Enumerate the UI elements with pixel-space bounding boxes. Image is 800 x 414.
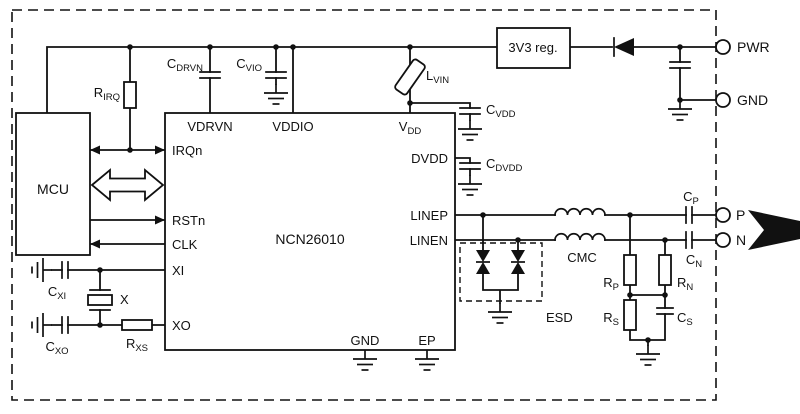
l-vin-label: LVIN <box>426 68 449 86</box>
c-n-label: CN <box>686 252 702 270</box>
regulator-label: 3V3 reg. <box>508 40 557 55</box>
spi-bus-arrow <box>90 168 165 202</box>
power-rail-wires <box>46 46 717 151</box>
pin-ep: EP <box>418 333 435 348</box>
pin-dvdd: DVDD <box>411 151 448 166</box>
regulator-block: 3V3 reg. <box>496 27 571 69</box>
c-drvn-label: CDRVN <box>167 56 203 74</box>
c-n-capacitor: CN <box>685 231 702 270</box>
r-s-resistor: RS <box>603 299 637 331</box>
c-vdd-capacitor: CVDD <box>457 102 516 141</box>
n-terminal-label: N <box>736 232 746 248</box>
pin-vdrvn: VDRVN <box>187 119 232 134</box>
board-outline <box>11 9 717 401</box>
crystal-label: X <box>120 292 129 307</box>
rstn-arrowhead <box>155 215 165 225</box>
c-vio-capacitor: CVIO <box>236 56 289 105</box>
crystal: X <box>87 289 129 311</box>
c-xi-capacitor: CXI <box>31 257 69 302</box>
c-dvdd-label: CDVDD <box>486 156 522 174</box>
pin-irqn: IRQn <box>172 143 202 158</box>
r-n-resistor: RN <box>658 254 693 293</box>
r-p-label: RP <box>603 275 619 293</box>
l-vin-inductor: LVIN <box>394 58 449 96</box>
junction-dots <box>97 44 683 343</box>
r-p-resistor: RP <box>603 254 637 293</box>
c-xi-label: CXI <box>48 284 66 302</box>
c-dvdd-capacitor: CDVDD <box>457 156 522 196</box>
r-s-label: RS <box>603 310 619 328</box>
cmc-label: CMC <box>567 250 597 265</box>
c-p-capacitor: CP <box>683 189 699 224</box>
irqn-arrow <box>90 145 165 155</box>
c-s-label: CS <box>677 310 693 328</box>
r-irq-label: RIRQ <box>94 85 120 103</box>
input-diode <box>613 37 634 57</box>
c-p-label: CP <box>683 189 699 207</box>
twisted-pair-cable-icon <box>748 210 800 250</box>
r-xs-label: RXS <box>126 336 148 354</box>
mcu-label: MCU <box>37 181 69 197</box>
chip-label: NCN26010 <box>275 231 344 247</box>
pwr-terminal: PWR <box>715 39 770 55</box>
ncn26010-chip: NCN26010 VDRVN VDDIO VDD IRQn DVDD RSTn … <box>164 112 456 351</box>
c-s-capacitor: CS <box>656 307 693 328</box>
n-terminal: N <box>715 232 746 248</box>
p-terminal-label: P <box>736 207 745 223</box>
clk-arrowhead <box>90 239 100 249</box>
pwr-terminal-label: PWR <box>737 39 770 55</box>
pin-gnd: GND <box>351 333 380 348</box>
input-capacitor <box>667 61 693 121</box>
pin-xi: XI <box>172 263 184 278</box>
mcu-block: MCU <box>15 112 91 256</box>
r-n-label: RN <box>677 275 693 293</box>
c-vio-label: CVIO <box>236 56 262 74</box>
c-drvn-capacitor: CDRVN <box>167 56 221 79</box>
p-terminal: P <box>715 207 745 223</box>
gnd-terminal-label: GND <box>737 92 768 108</box>
pin-linen: LINEN <box>410 233 448 248</box>
tvs-diode-p-icon <box>475 249 491 275</box>
cmc-choke: CMC <box>554 207 606 265</box>
esd-block: ESD <box>459 242 573 325</box>
r-xs-resistor: RXS <box>121 319 153 354</box>
pin-clk: CLK <box>172 237 198 252</box>
gnd-terminal: GND <box>715 92 768 108</box>
pin-vdd: VDD <box>399 119 422 137</box>
pin-rstn: RSTn <box>172 213 205 228</box>
c-vdd-label: CVDD <box>486 102 516 120</box>
crystal-wires <box>51 269 166 326</box>
esd-label: ESD <box>546 310 573 325</box>
pin-linep: LINEP <box>410 208 448 223</box>
pin-xo: XO <box>172 318 191 333</box>
c-xo-capacitor: CXO <box>31 312 69 357</box>
r-irq-resistor: RIRQ <box>94 81 137 109</box>
pin-vddio: VDDIO <box>272 119 313 134</box>
c-xo-label: CXO <box>45 339 68 357</box>
